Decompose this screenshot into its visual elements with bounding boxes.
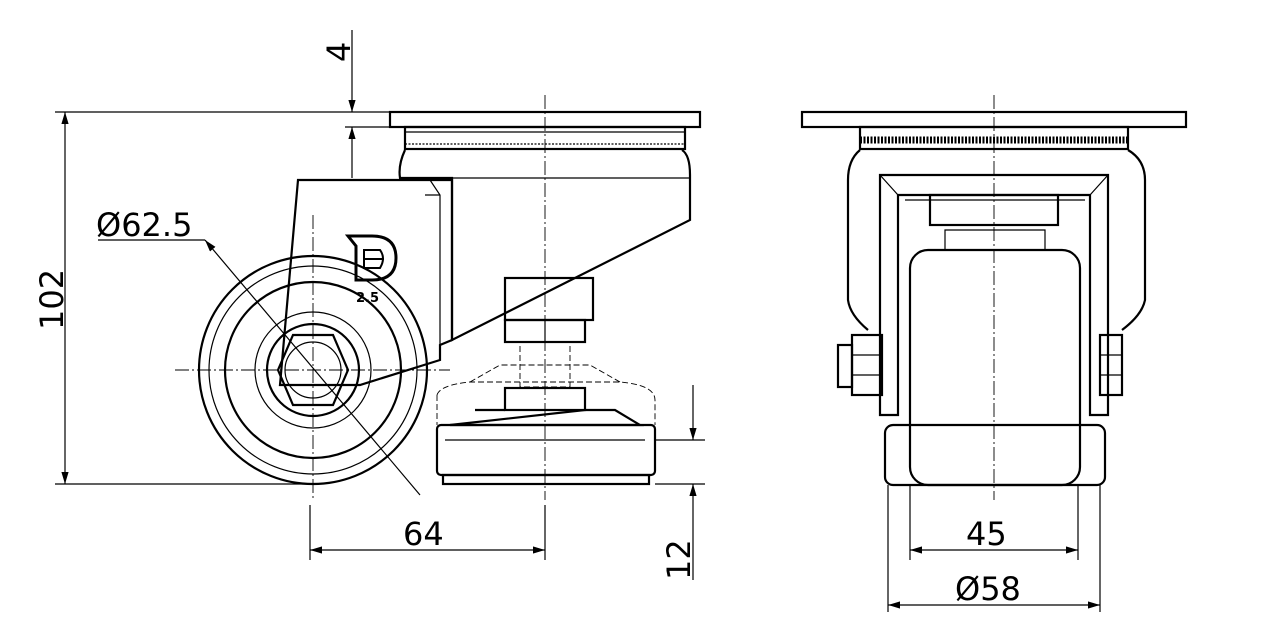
front-body: [846, 149, 1147, 331]
dim-wheel-diameter: Ø62.5: [96, 206, 192, 244]
front-axle-nuts: [836, 333, 1124, 397]
front-wheel: [908, 248, 1082, 487]
side-view: 2.5: [175, 95, 702, 500]
dim-hub-diameter: Ø58: [955, 570, 1021, 608]
foot-pad: [435, 364, 657, 486]
logo-text: 2.5: [356, 291, 379, 306]
dim-wheel-width: 45: [966, 515, 1007, 553]
axle-nut: [276, 333, 350, 407]
logo: 2.5: [344, 234, 398, 306]
front-view: [800, 95, 1188, 500]
dim-offset: 64: [403, 515, 444, 553]
dim-plate-offset: 4: [320, 42, 358, 62]
dim-total-height: 102: [33, 269, 71, 330]
dimension-lines: 102 4 Ø62.5 64 12 45 Ø58: [33, 30, 1101, 612]
fork-plate: [278, 178, 454, 387]
dim-foot-height: 12: [660, 539, 698, 580]
